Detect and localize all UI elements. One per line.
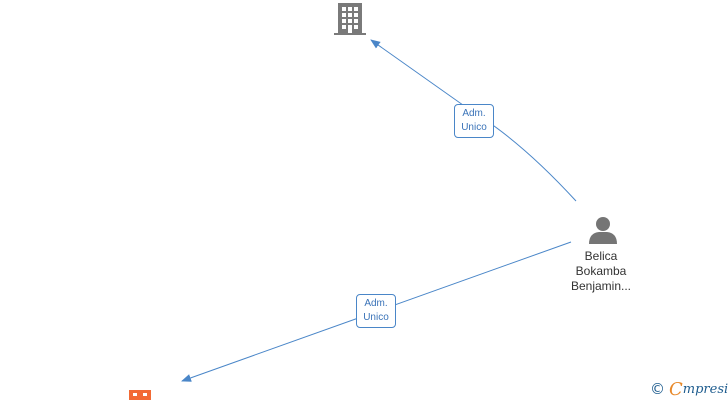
copyright-symbol: © — [650, 380, 665, 398]
brand-initial: C — [669, 378, 683, 400]
person-name-line-1: Belica — [584, 249, 618, 263]
empresia-watermark: © C mpresia — [650, 378, 728, 400]
person-node[interactable] — [587, 214, 619, 246]
company-node-top[interactable] — [333, 2, 367, 36]
relation-label-top: Adm. Unico — [454, 104, 494, 138]
building-icon — [334, 3, 366, 35]
relation-role-detail: Unico — [363, 312, 389, 323]
relation-role: Adm. — [364, 298, 388, 309]
relation-role: Adm. — [462, 108, 486, 119]
person-name-line-2: Bokamba — [575, 264, 627, 278]
relation-label-bottom: Adm. Unico — [356, 294, 396, 328]
person-name-label[interactable]: Belica Bokamba Benjamin... — [557, 249, 645, 294]
relation-role-detail: Unico — [461, 122, 487, 133]
person-name-line-3: Benjamin... — [570, 279, 632, 293]
building-icon — [129, 390, 151, 400]
company-node-bottom[interactable] — [127, 388, 153, 400]
brand-name: mpresia — [682, 381, 728, 397]
person-icon — [589, 217, 617, 244]
